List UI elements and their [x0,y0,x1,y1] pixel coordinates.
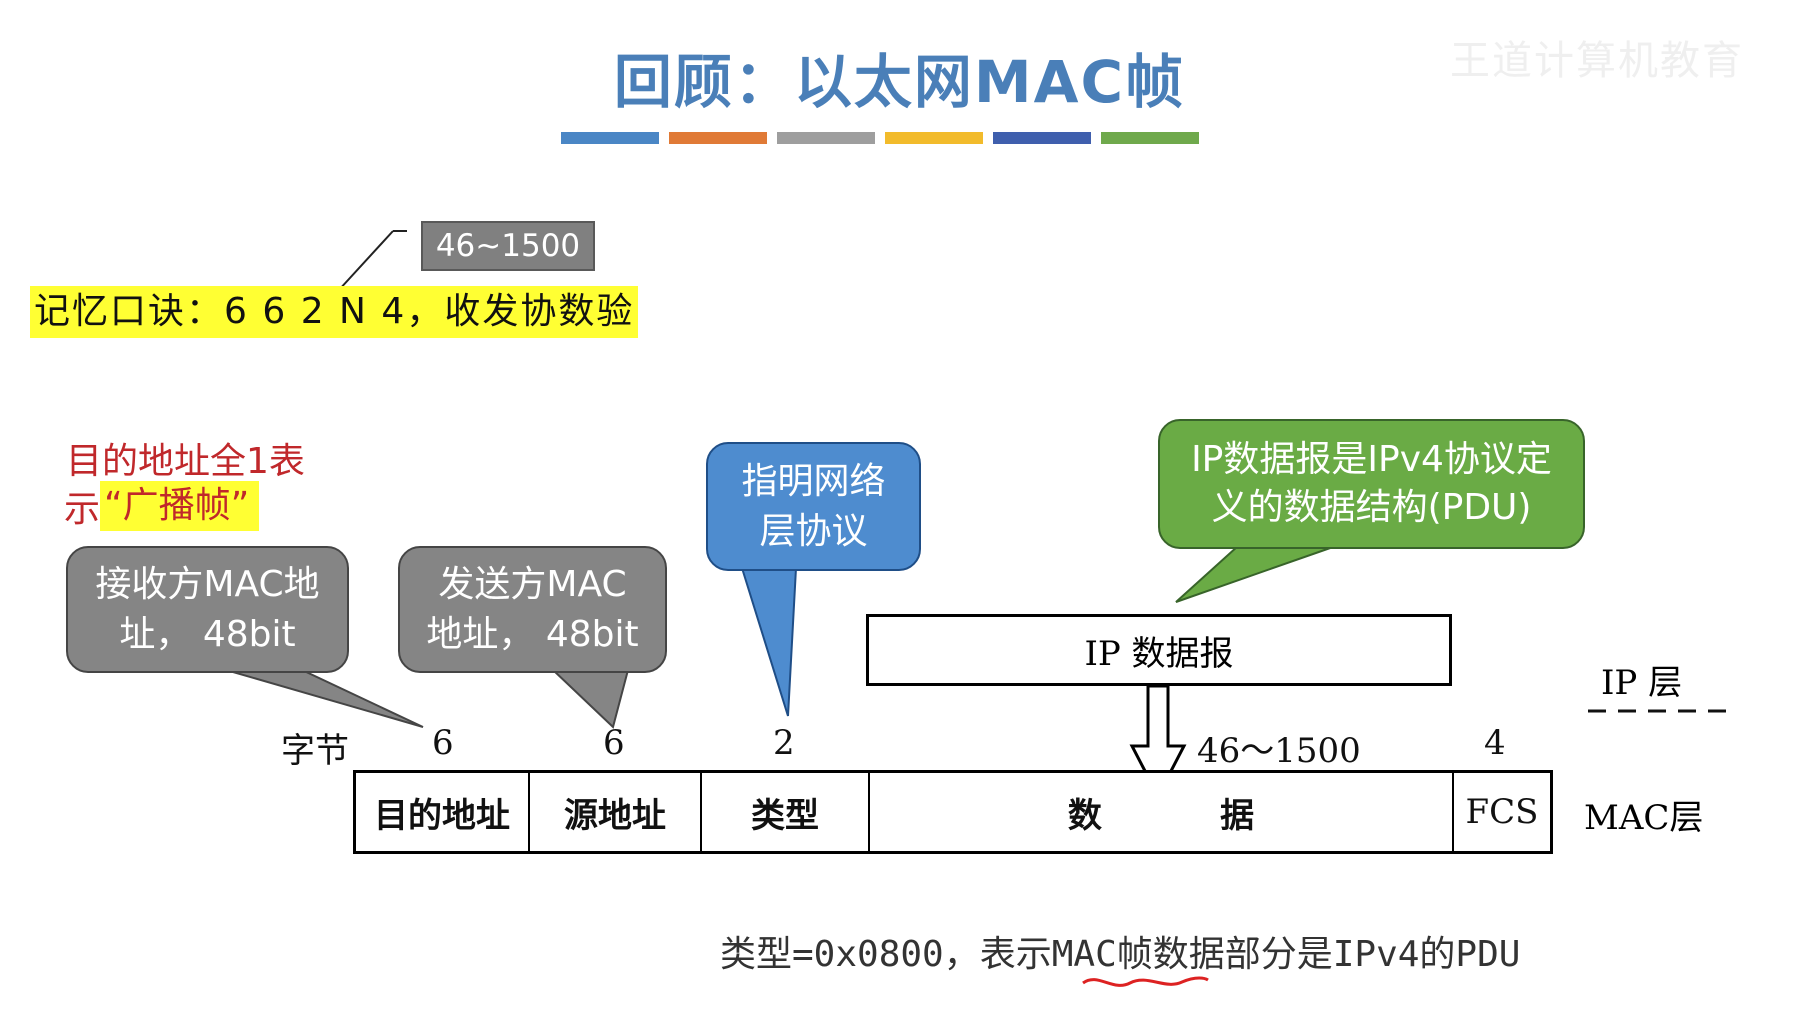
color-bar-segment-5 [993,132,1091,144]
ip-bubble-line2: 义的数据结构(PDU) [1211,487,1532,528]
frame-field-data: 数 据 [870,773,1454,851]
mnemonic-text: 记忆口诀：6 6 2 N 4，收发协数验 [30,286,639,338]
color-bar-segment-2 [669,132,767,144]
type-explanation-note: 类型=0x0800，表示MAC帧数据部分是IPv4的PDU [720,934,1521,975]
frame-field-src: 源地址 [530,773,702,851]
bytes-label: 字节 [281,731,349,771]
type-bubble-line2: 层协议 [759,510,868,552]
receiver-bubble-line2: 址， 48bit [119,613,296,655]
byte-count-src: 6 [603,723,625,763]
ip-datagram-box: IP 数据报 [866,614,1452,686]
frame-field-dest: 目的地址 [356,773,530,851]
sender-bubble-tail [550,669,630,729]
color-bar-segment-3 [777,132,875,144]
type-bubble-tail [740,567,798,717]
sender-bubble-line1: 发送方MAC [438,563,627,605]
sender-mac-bubble: 发送方MAC 地址， 48bit [398,546,667,673]
type-protocol-bubble: 指明网络 层协议 [706,442,921,571]
broadcast-note-prefix: 示 [64,489,101,530]
ip-bubble-tail [1175,545,1337,603]
ip-layer-label: IP 层 [1601,663,1683,703]
color-bar-segment-1 [561,132,659,144]
mac-layer-label: MAC层 [1584,798,1704,838]
broadcast-note-line2: 示 “广播帧” [64,480,260,532]
page-title: 回顾：以太网MAC帧 [613,48,1186,116]
receiver-bubble-tail [225,669,424,728]
color-bar-segment-6 [1101,132,1199,144]
mnemonic-pointer-diagonal [337,230,394,292]
ip-bubble-line1: IP数据报是IPv4协议定 [1191,439,1552,480]
mac-frame-table: 目的地址 源地址 类型 数 据 FCS [353,770,1553,854]
type-bubble-line1: 指明网络 [741,460,886,502]
byte-count-fcs: 4 [1484,723,1506,763]
receiver-bubble-line1: 接收方MAC地 [95,563,320,605]
ip-datagram-bubble: IP数据报是IPv4协议定 义的数据结构(PDU) [1158,419,1585,549]
byte-count-type: 2 [773,723,795,763]
receiver-mac-bubble: 接收方MAC地 址， 48bit [66,546,349,673]
broadcast-note-highlight: “广播帧” [100,481,260,531]
byte-count-data: 46～1500 [1197,731,1361,771]
broadcast-note-line1: 目的地址全1表 [66,441,305,482]
byte-count-dest: 6 [432,723,454,763]
frame-field-type: 类型 [702,773,870,851]
red-underline [1082,976,1209,987]
watermark: 王道计算机教育 [1450,38,1744,84]
title-color-bar [561,132,1199,144]
color-bar-segment-4 [885,132,983,144]
mnemonic-callout-box: 46~1500 [421,221,595,271]
frame-field-fcs: FCS [1465,792,1539,832]
sender-bubble-line2: 地址， 48bit [426,613,639,655]
